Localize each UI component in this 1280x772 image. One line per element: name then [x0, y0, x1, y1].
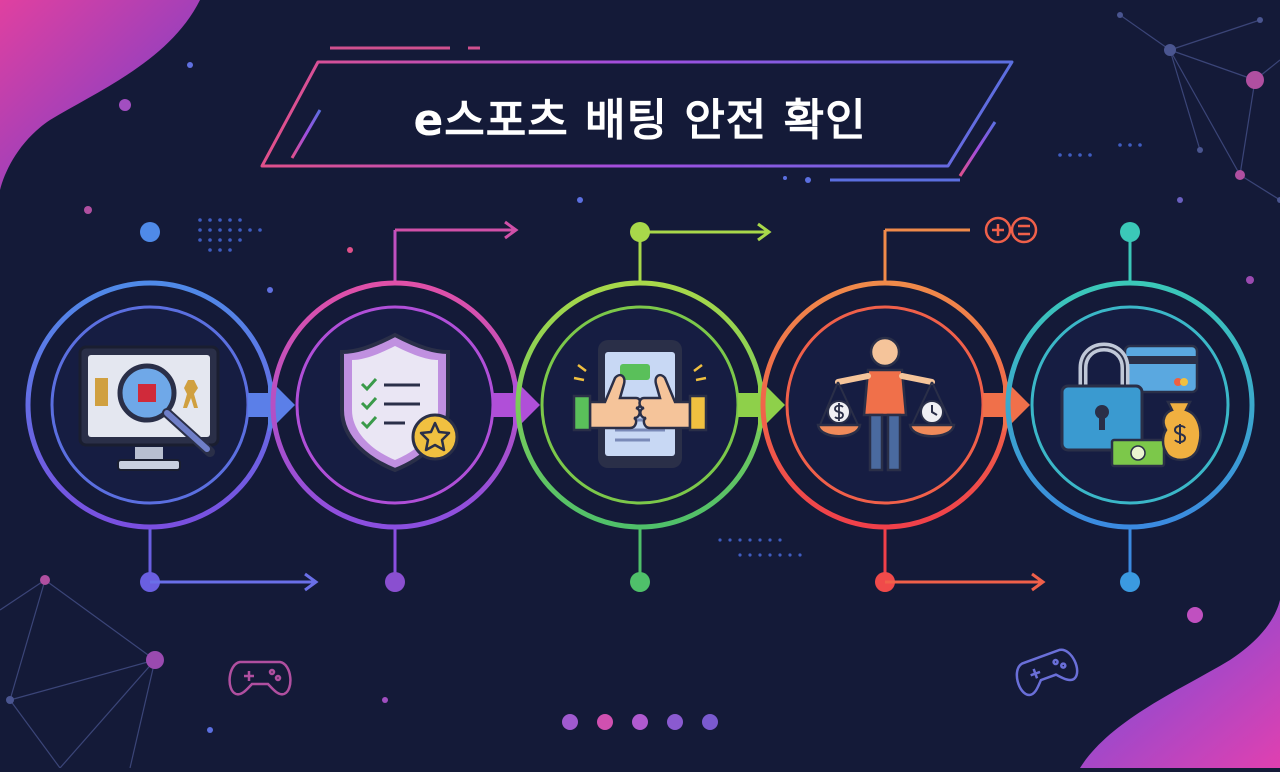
network-decoration-top-right	[1119, 14, 1280, 201]
step-5	[1005, 222, 1255, 592]
page-title: e스포츠 배팅 안전 확인	[413, 95, 867, 146]
phone-thumbs-up-reviews-icon	[572, 340, 708, 468]
gamepad-icon	[1015, 648, 1079, 697]
sparkle-dots	[84, 62, 1254, 733]
step-3	[515, 222, 785, 592]
step-2	[270, 220, 540, 592]
decorative-dot-row	[562, 714, 718, 730]
padlock-card-money-icon	[1060, 342, 1202, 468]
dot-grid-decoration	[198, 143, 1142, 557]
gamepad-icon	[228, 660, 292, 696]
network-node	[146, 651, 164, 669]
step-4	[760, 216, 1046, 592]
network-decoration-bottom-left	[0, 579, 156, 769]
network-node-pink	[1246, 71, 1264, 89]
network-node	[40, 575, 50, 585]
title-frame	[260, 60, 1014, 177]
corner-blob-bottom-right	[1080, 600, 1280, 768]
network-nodes-top-right	[1117, 12, 1280, 203]
network-node-pink-small	[1235, 170, 1245, 180]
person-balance-scale-icon	[816, 336, 956, 472]
step-1	[25, 222, 319, 592]
network-node	[6, 696, 14, 704]
plus-equals-icon	[984, 216, 1038, 244]
shield-checklist-star-icon	[340, 332, 459, 473]
corner-blob-top-left	[0, 0, 200, 190]
monitor-magnifier-game-icon	[78, 345, 220, 471]
